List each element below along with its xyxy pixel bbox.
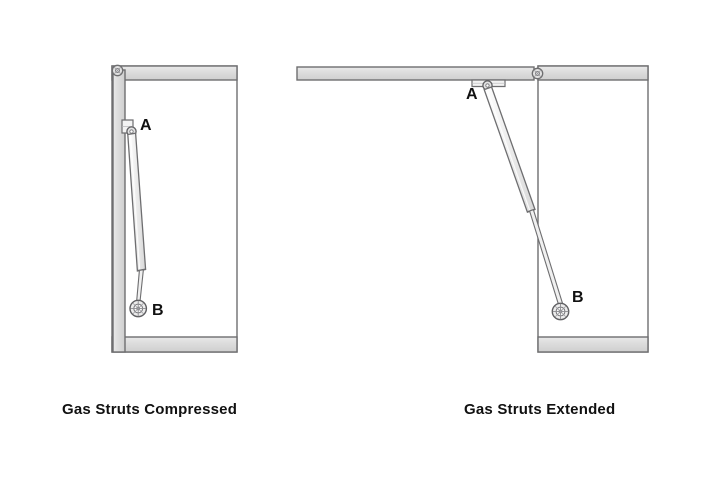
cabinet-top-rail-right — [537, 65, 649, 81]
pivot-b-right — [551, 302, 570, 321]
cabinet-bottom-rail-right — [537, 336, 649, 353]
panel-compressed — [111, 64, 238, 353]
point-label-a-compressed: A — [140, 117, 152, 134]
cabinet-top-rail-left — [111, 65, 238, 81]
strut-cylinder-right — [483, 86, 536, 214]
panel-extended — [296, 65, 649, 353]
hinge-pivot-left — [111, 64, 124, 77]
lid-closed-left — [112, 69, 126, 353]
lid-open-right — [296, 66, 535, 81]
point-label-b-extended: B — [572, 289, 584, 306]
hinge-pivot-right — [531, 67, 544, 80]
point-label-a-extended: A — [466, 86, 478, 103]
gas-strut-right — [483, 86, 564, 306]
caption-extended: Gas Struts Extended — [464, 401, 616, 418]
cabinet-bottom-rail-left — [111, 336, 238, 353]
pivot-b-left — [129, 299, 148, 318]
point-label-b-compressed: B — [152, 302, 164, 319]
caption-compressed: Gas Struts Compressed — [62, 401, 238, 418]
